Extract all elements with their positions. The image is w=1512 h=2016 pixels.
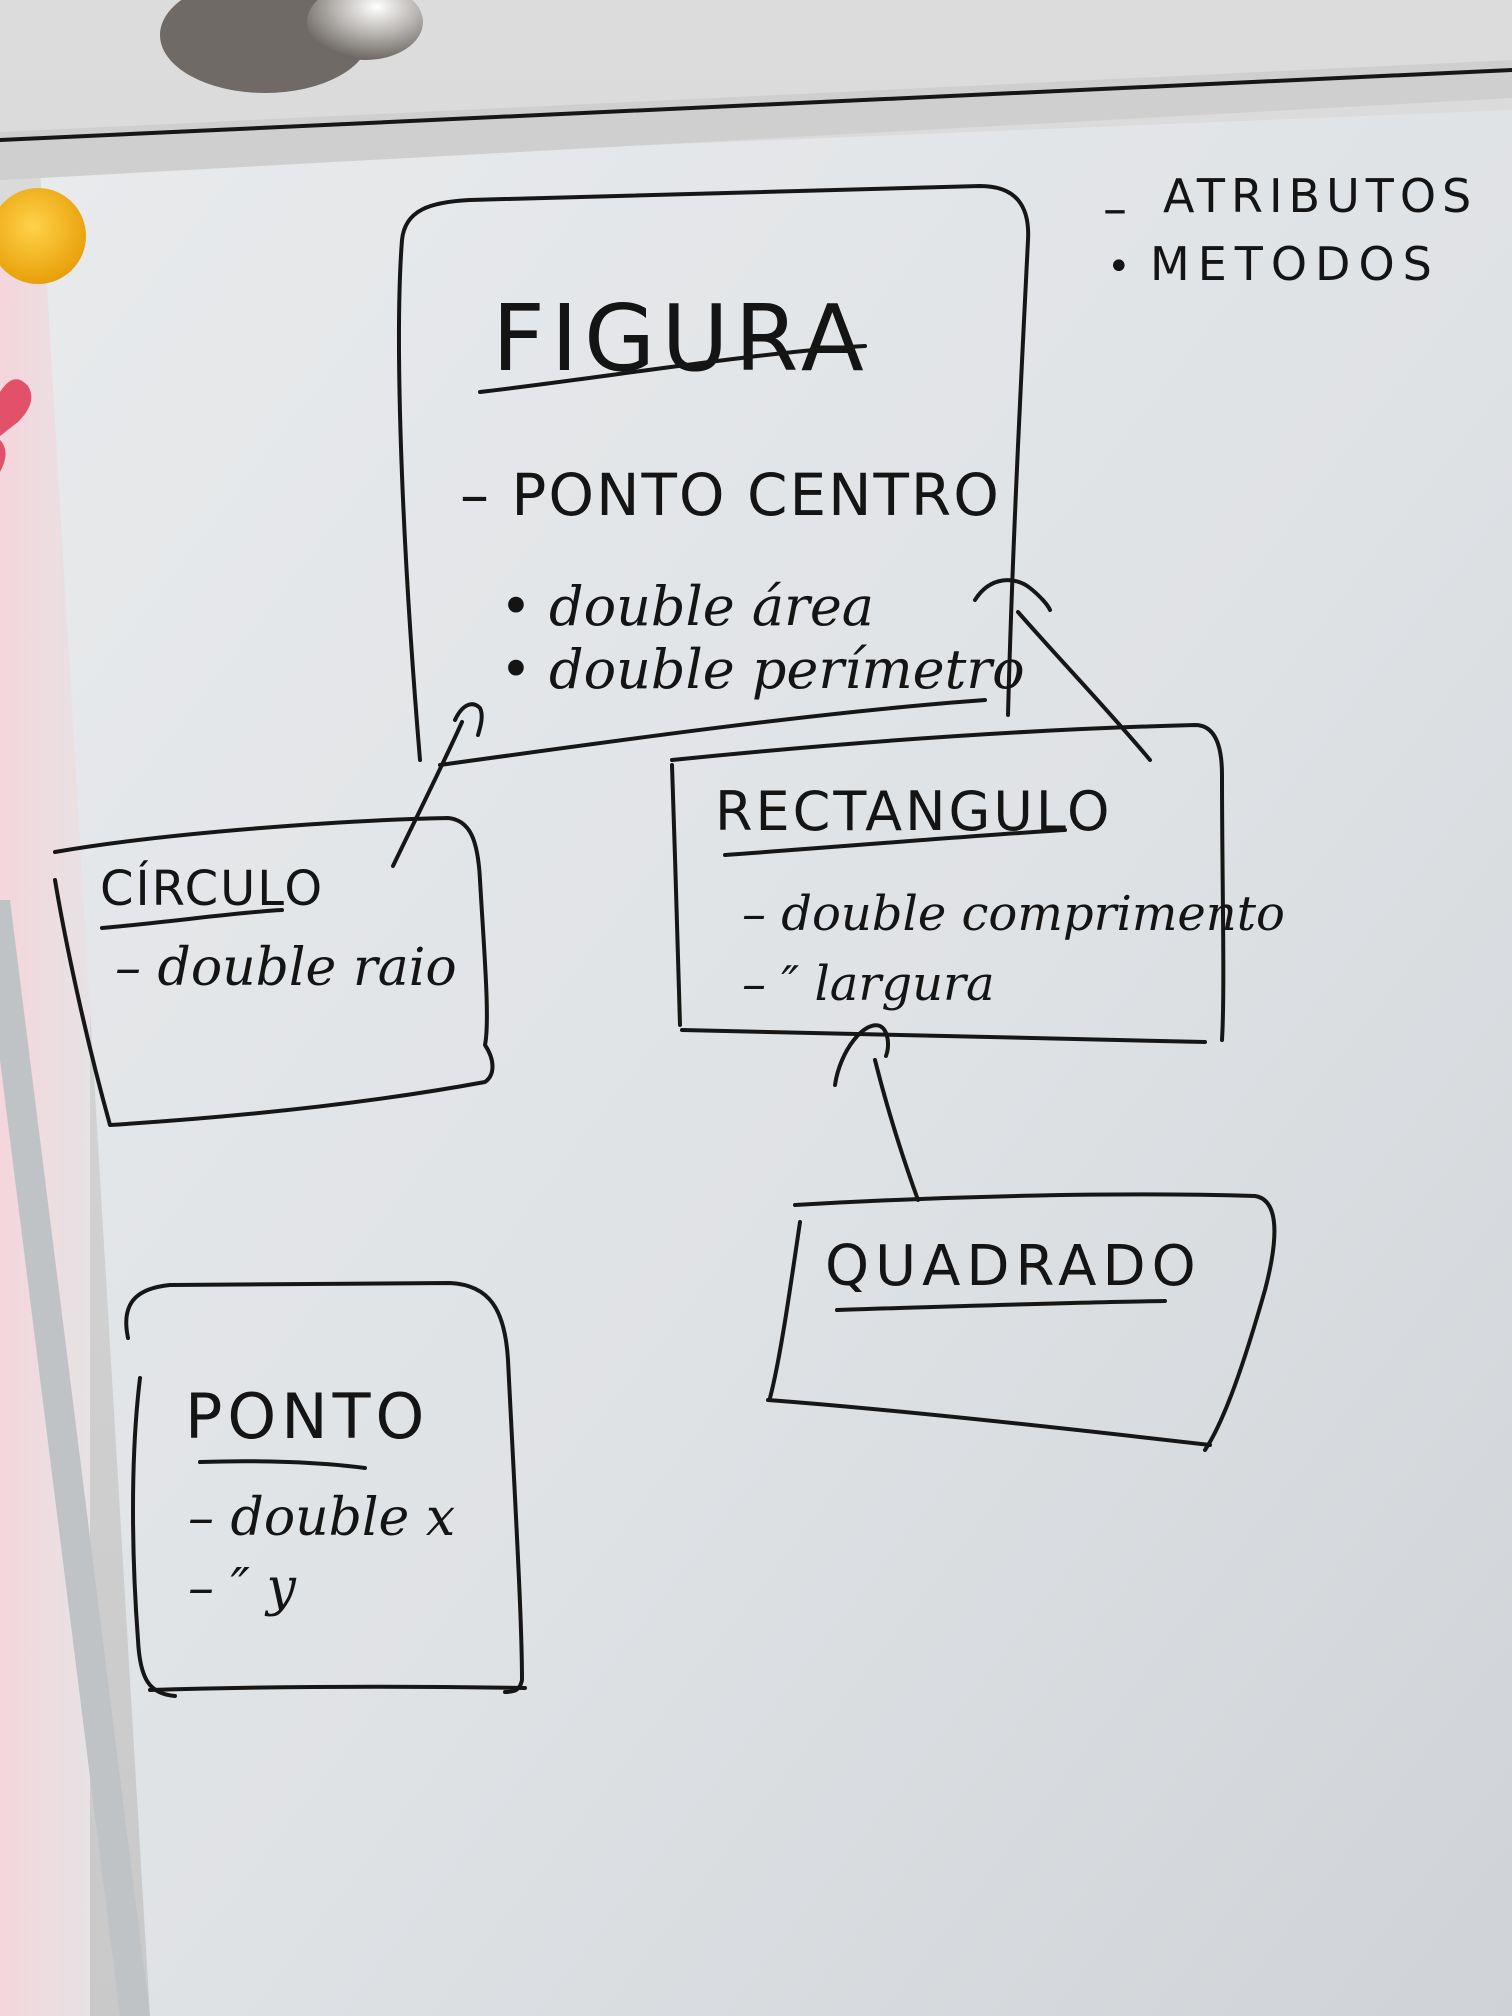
yellow-magnet — [0, 188, 86, 284]
arrow-quadrado-to-rectangulo — [873, 1058, 920, 1202]
frame-highlight — [0, 68, 1512, 142]
figura-title: FIGURA — [492, 285, 870, 392]
rectangulo-box — [670, 723, 1226, 1042]
arrow-circulo-to-figura-head — [453, 702, 484, 737]
legend: – ATRIBUTOS • METODOS — [1103, 169, 1477, 291]
ponto-box-bottom — [148, 1684, 527, 1692]
arrow-circulo-to-figura — [391, 720, 464, 868]
quadrado-title: QUADRADO — [825, 1234, 1202, 1299]
rectangulo-box-left — [670, 763, 682, 1027]
rectangulo-attribute-1: – double comprimento — [742, 886, 1285, 942]
quadrado-box — [793, 1192, 1277, 1452]
class-figura: FIGURA – PONTO CENTRO • double área • do… — [397, 184, 1031, 767]
circulo-attribute-1: – double raio — [115, 938, 457, 998]
rectangulo-box-bottom — [680, 1028, 1207, 1044]
legend-methods-label: METODOS — [1150, 237, 1440, 291]
quadrado-box-bottom — [766, 1398, 1212, 1447]
relations — [391, 578, 1152, 1202]
class-rectangulo: RECTANGULO – double comprimento – ″ larg… — [670, 723, 1285, 1044]
legend-attributes-label: ATRIBUTOS — [1163, 169, 1477, 223]
figura-method-2: • double perímetro — [500, 638, 1025, 701]
whiteboard-left-frame — [0, 900, 150, 2016]
circulo-box — [53, 816, 495, 1127]
circulo-title-underline — [100, 908, 284, 930]
arrow-rectangulo-to-figura — [1016, 610, 1152, 762]
ponto-title: PONTO — [185, 1380, 429, 1453]
ponto-box — [124, 1281, 524, 1694]
rectangulo-title-underline — [723, 828, 1067, 857]
arrow-quadrado-to-rectangulo-head — [833, 1023, 890, 1087]
circulo-title: CÍRCULO — [100, 860, 324, 917]
rectangulo-title: RECTANGULO — [715, 780, 1113, 843]
whiteboard-top-frame — [0, 60, 1512, 180]
whiteboard-surface — [40, 110, 1512, 2016]
ponto-attribute-1: – double x — [188, 1488, 455, 1548]
arrow-rectangulo-to-figura-head — [973, 578, 1052, 612]
legend-attributes-marker: – — [1103, 181, 1129, 237]
figura-box — [397, 184, 1031, 762]
rectangulo-attribute-2: – ″ largura — [742, 956, 995, 1012]
class-circulo: CÍRCULO – double raio — [53, 816, 495, 1127]
quadrado-title-underline — [835, 1299, 1167, 1312]
ponto-attribute-2: – ″ y — [188, 1558, 296, 1618]
class-ponto: PONTO – double x – ″ y — [124, 1281, 527, 1698]
legend-methods-marker: • — [1107, 244, 1131, 290]
ponto-title-underline — [198, 1459, 367, 1470]
figura-box-bottom — [438, 698, 987, 767]
pink-heart-magnet — [0, 379, 32, 472]
ponto-box-left — [131, 1376, 177, 1698]
class-quadrado: QUADRADO — [766, 1192, 1277, 1452]
quadrado-box-left — [768, 1220, 802, 1400]
lamp-fixture — [160, 0, 423, 93]
figura-attribute-1: – PONTO CENTRO — [460, 461, 1001, 529]
figura-method-1: • double área — [500, 575, 874, 638]
figura-title-underline — [478, 344, 867, 394]
